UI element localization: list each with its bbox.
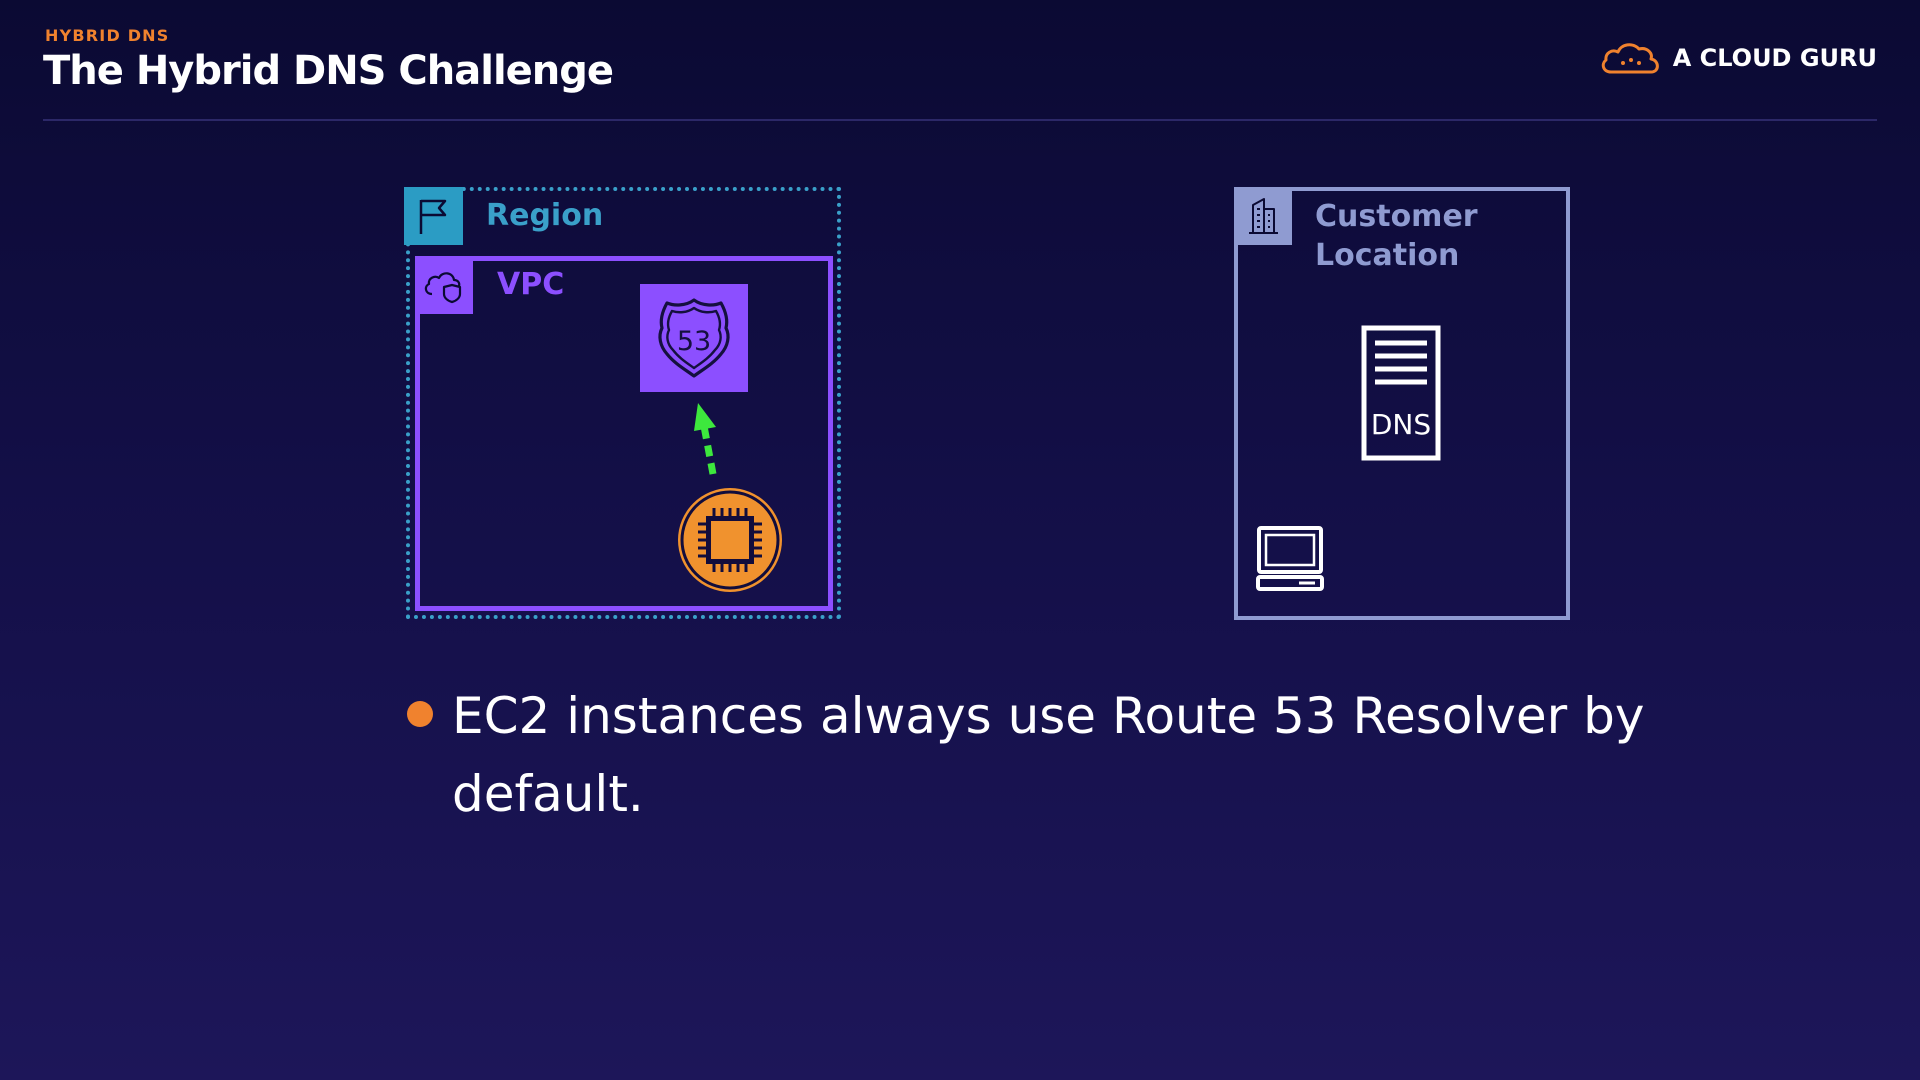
- slide-title: The Hybrid DNS Challenge: [43, 48, 614, 94]
- brand-name: A CLOUD GURU: [1672, 44, 1877, 72]
- bullet-dot: [407, 701, 433, 727]
- route53-shield-icon: 53: [658, 298, 730, 378]
- route53-number: 53: [677, 326, 711, 357]
- brand-logo: A CLOUD GURU: [1599, 36, 1877, 80]
- section-eyebrow: HYBRID DNS: [45, 26, 170, 45]
- bullet-text: EC2 instances always use Route 53 Resolv…: [452, 687, 1645, 823]
- cloud-logo-icon: [1601, 43, 1659, 74]
- customer-location-group: [1234, 187, 1570, 620]
- dns-server-icon: DNS: [1361, 325, 1441, 461]
- building-icon: [1249, 198, 1278, 234]
- ec2-chip-icon: [678, 488, 782, 592]
- region-badge: [404, 187, 463, 245]
- vpc-label: VPC: [497, 267, 565, 302]
- cloud-shield-icon: [424, 272, 462, 304]
- customer-location-label: Customer Location: [1315, 199, 1478, 273]
- flag-icon: [419, 199, 447, 234]
- customer-location-badge: [1234, 187, 1292, 245]
- laptop-icon: [1256, 526, 1324, 591]
- vpc-badge: [415, 256, 473, 314]
- region-label: Region: [486, 198, 604, 233]
- region-group: [406, 187, 841, 619]
- vpc-group: [415, 256, 833, 611]
- route53-resolver: 53: [640, 284, 748, 392]
- dns-server-label: DNS: [1371, 408, 1431, 441]
- header-divider: [43, 119, 1877, 121]
- query-arrow: [694, 403, 717, 475]
